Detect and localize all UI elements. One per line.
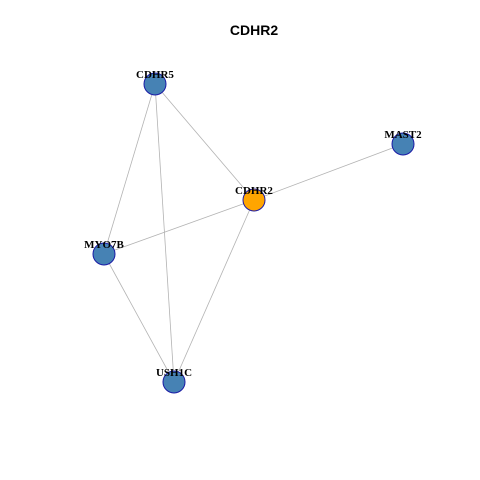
edge-cdhr5-cdhr2 (154, 83, 255, 201)
node-ush1c: USH1C (156, 367, 192, 394)
node-cdhr2: CDHR2 (235, 185, 273, 212)
node-circle-cdhr2 (242, 188, 266, 212)
edge-cdhr5-myo7b (103, 83, 156, 255)
edge-mast2-cdhr2 (253, 143, 404, 201)
edge-cdhr2-myo7b (103, 199, 255, 255)
edge-myo7b-ush1c (103, 253, 175, 383)
edges-layer (103, 83, 404, 383)
node-myo7b: MYO7B (84, 239, 125, 266)
node-circle-mast2 (391, 132, 415, 156)
node-circle-ush1c (162, 370, 186, 394)
edge-cdhr5-ush1c (154, 83, 175, 383)
edge-cdhr2-ush1c (173, 199, 255, 383)
node-label-mast2: MAST2 (384, 129, 422, 141)
node-label-ush1c: USH1C (156, 367, 192, 379)
graph-title: CDHR2 (230, 22, 278, 38)
node-mast2: MAST2 (384, 129, 422, 156)
node-circle-cdhr5 (143, 72, 167, 96)
node-label-cdhr2: CDHR2 (235, 185, 273, 197)
node-circle-myo7b (92, 242, 116, 266)
node-cdhr5: CDHR5 (136, 69, 174, 96)
node-label-myo7b: MYO7B (84, 239, 124, 251)
node-label-cdhr5: CDHR5 (136, 69, 174, 81)
